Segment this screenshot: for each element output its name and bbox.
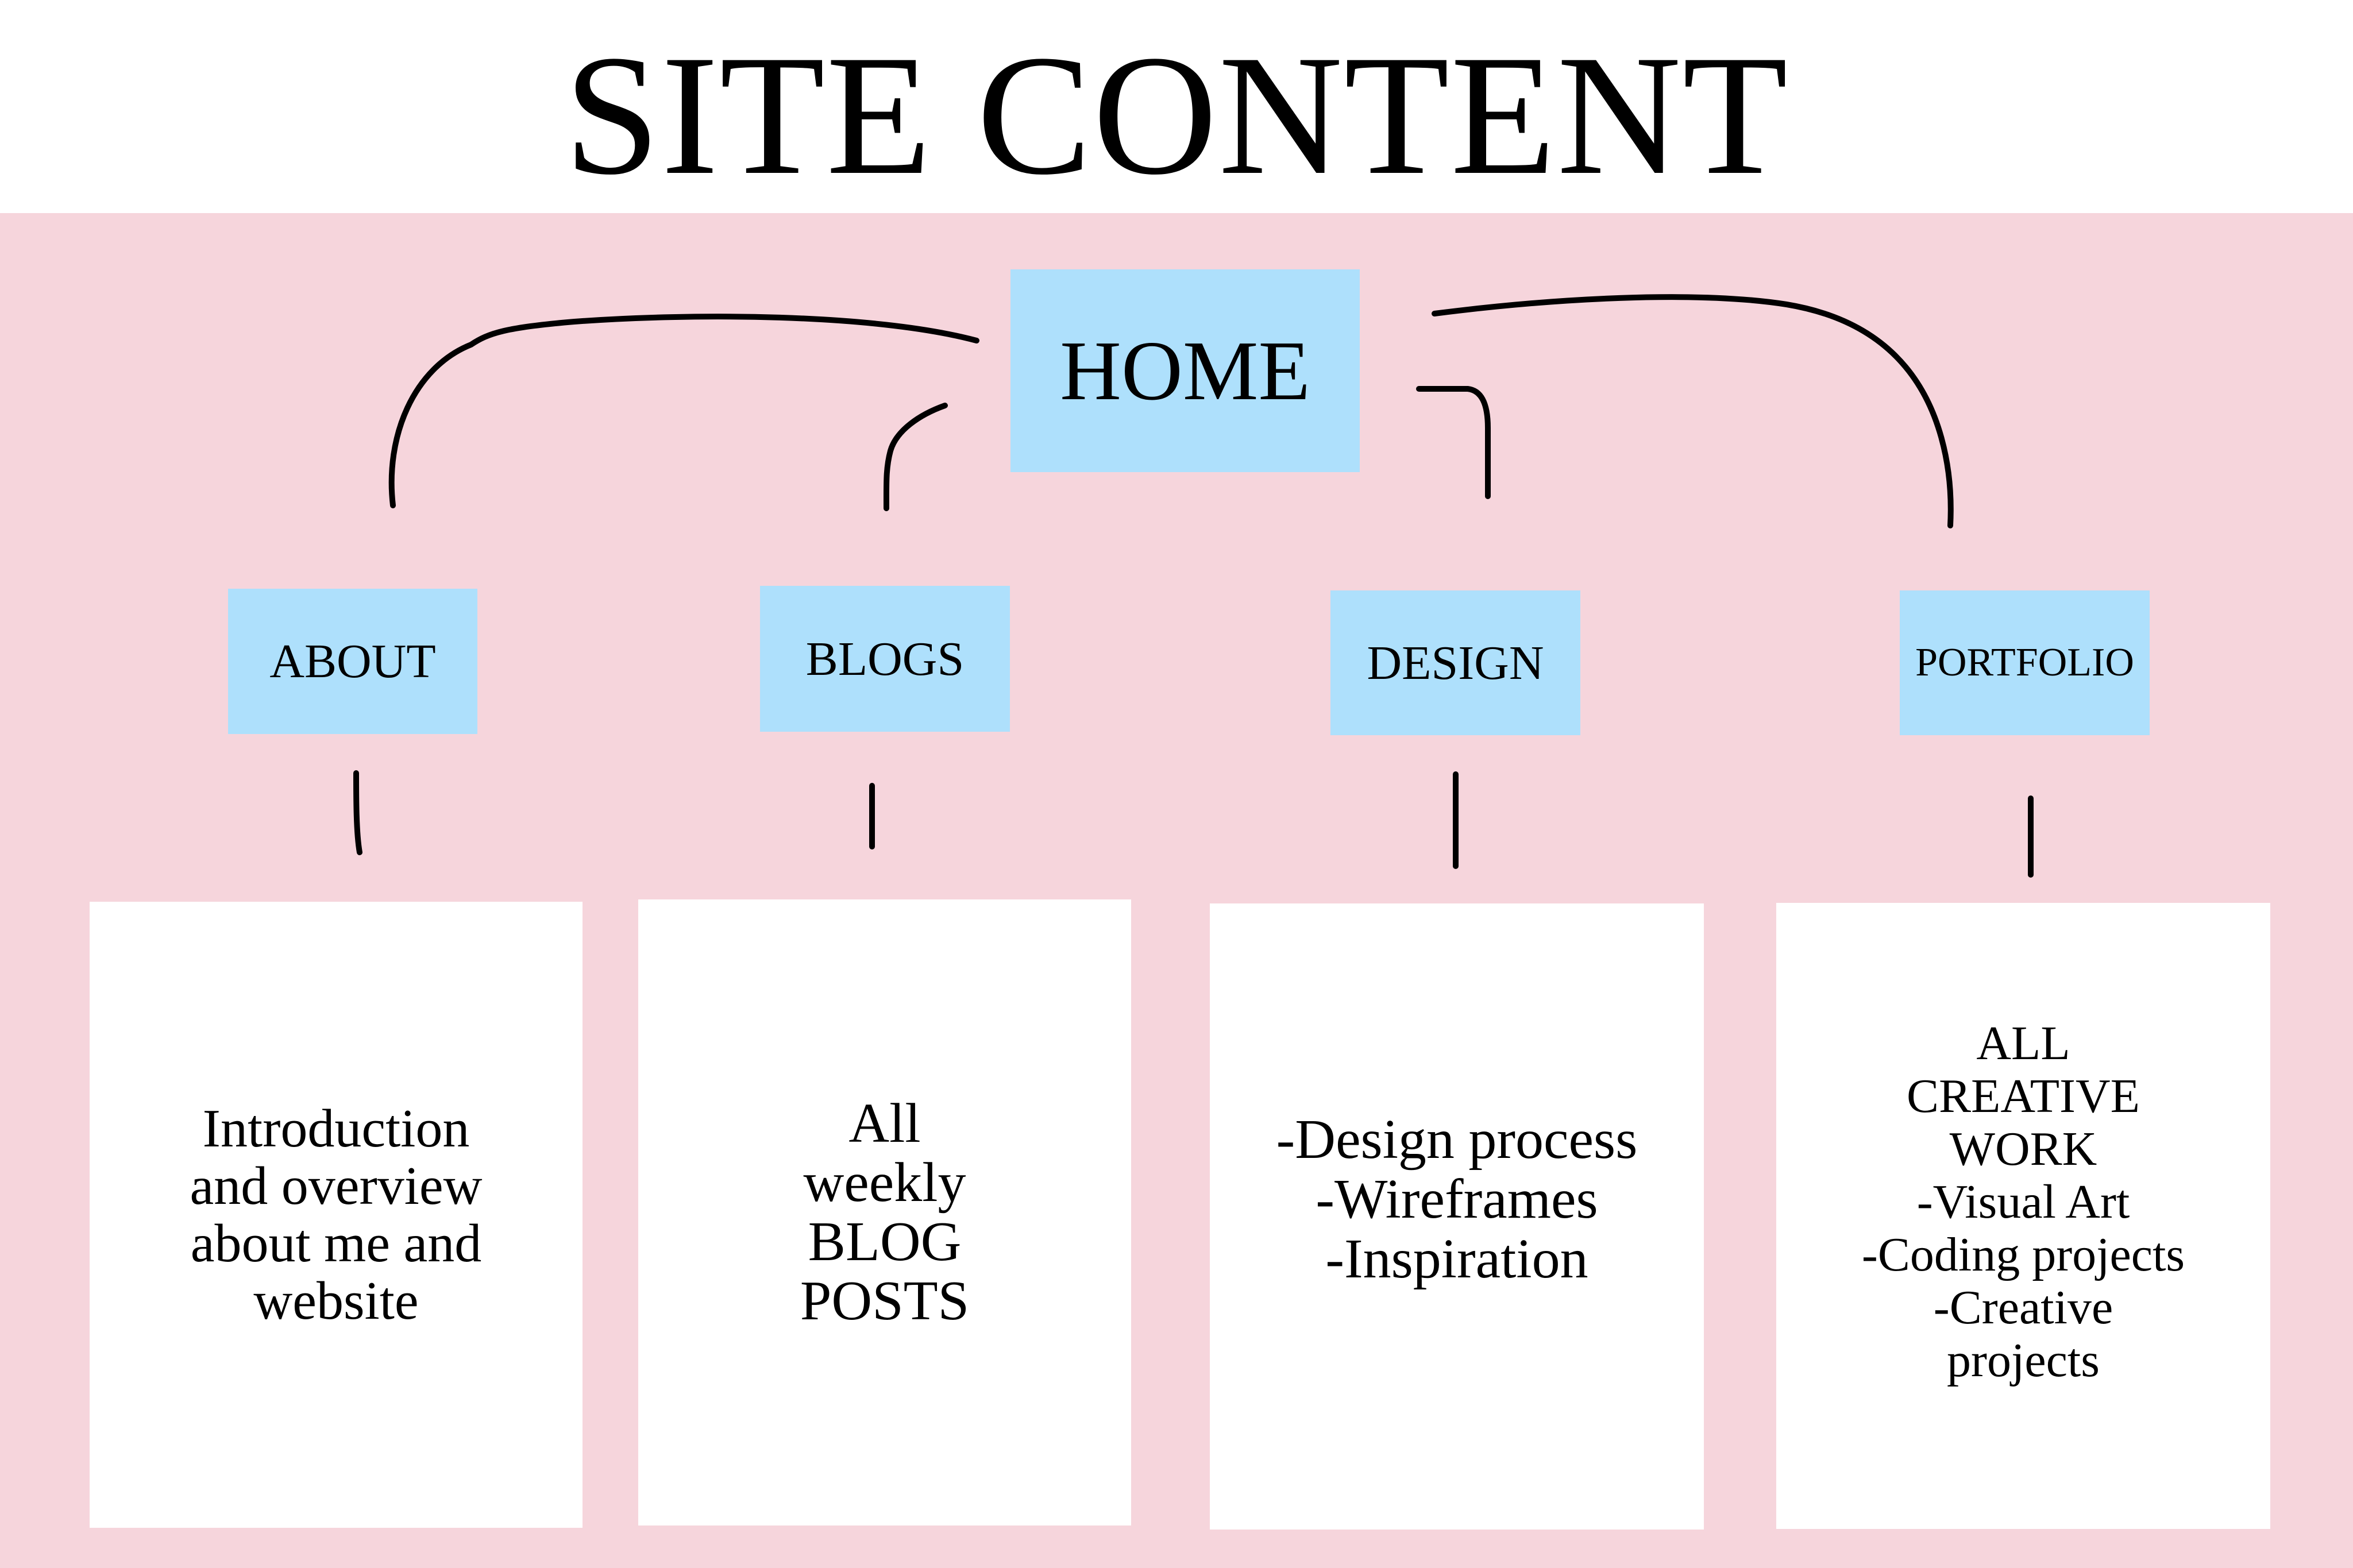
portfolio-content-card: ALL CREATIVE WORK -Visual Art -Coding pr…	[1776, 903, 2270, 1529]
page-title: SITE CONTENT	[564, 20, 1789, 210]
portfolio-content-line: -Coding projects	[1861, 1228, 2185, 1281]
connector-home-blogs	[883, 403, 948, 511]
about-content-line: and overview	[190, 1156, 483, 1216]
portfolio-content-line: CREATIVE	[1907, 1069, 2140, 1123]
connector-home-about	[388, 314, 979, 508]
blogs-content: All weekly BLOG POSTS	[800, 1094, 969, 1331]
about-content-line: Introduction	[202, 1099, 470, 1158]
connector-home-portfolio	[1432, 294, 1954, 528]
design-content-line: -Design process	[1276, 1109, 1638, 1171]
home-label: HOME	[1060, 323, 1310, 418]
blogs-node: BLOGS	[760, 586, 1010, 732]
design-node: DESIGN	[1330, 590, 1580, 735]
about-content: Introduction and overview about me and w…	[190, 1100, 483, 1330]
connector-about-card	[353, 770, 362, 855]
design-content-card: -Design process -Wireframes -Inspiration	[1210, 903, 1704, 1530]
portfolio-content-line: ALL	[1976, 1017, 2070, 1070]
design-content-line: -Inspiration	[1325, 1228, 1588, 1290]
portfolio-content-line: WORK	[1949, 1122, 2097, 1176]
blogs-content-line: All	[848, 1092, 921, 1154]
about-content-line: website	[253, 1271, 419, 1331]
design-content: -Design process -Wireframes -Inspiration	[1276, 1110, 1638, 1289]
portfolio-content-line: -Creative	[1933, 1281, 2113, 1334]
about-node: ABOUT	[228, 589, 477, 734]
portfolio-content: ALL CREATIVE WORK -Visual Art -Coding pr…	[1862, 1017, 2185, 1387]
about-content-card: Introduction and overview about me and w…	[90, 902, 583, 1528]
about-label: ABOUT	[269, 635, 436, 688]
portfolio-content-line: projects	[1947, 1334, 2100, 1387]
blogs-content-card: All weekly BLOG POSTS	[638, 899, 1131, 1525]
design-label: DESIGN	[1367, 636, 1544, 690]
connector-home-design	[1416, 386, 1491, 499]
portfolio-label: PORTFOLIO	[1915, 640, 2134, 685]
blogs-content-line: POSTS	[800, 1270, 970, 1332]
home-node: HOME	[1010, 269, 1360, 472]
portfolio-content-line: -Visual Art	[1916, 1175, 2130, 1229]
blogs-content-line: weekly	[803, 1152, 966, 1214]
blogs-label: BLOGS	[805, 632, 965, 686]
about-content-line: about me and	[190, 1214, 482, 1273]
blogs-content-line: BLOG	[808, 1211, 962, 1273]
portfolio-node: PORTFOLIO	[1900, 590, 2150, 735]
design-content-line: -Wireframes	[1316, 1168, 1598, 1230]
